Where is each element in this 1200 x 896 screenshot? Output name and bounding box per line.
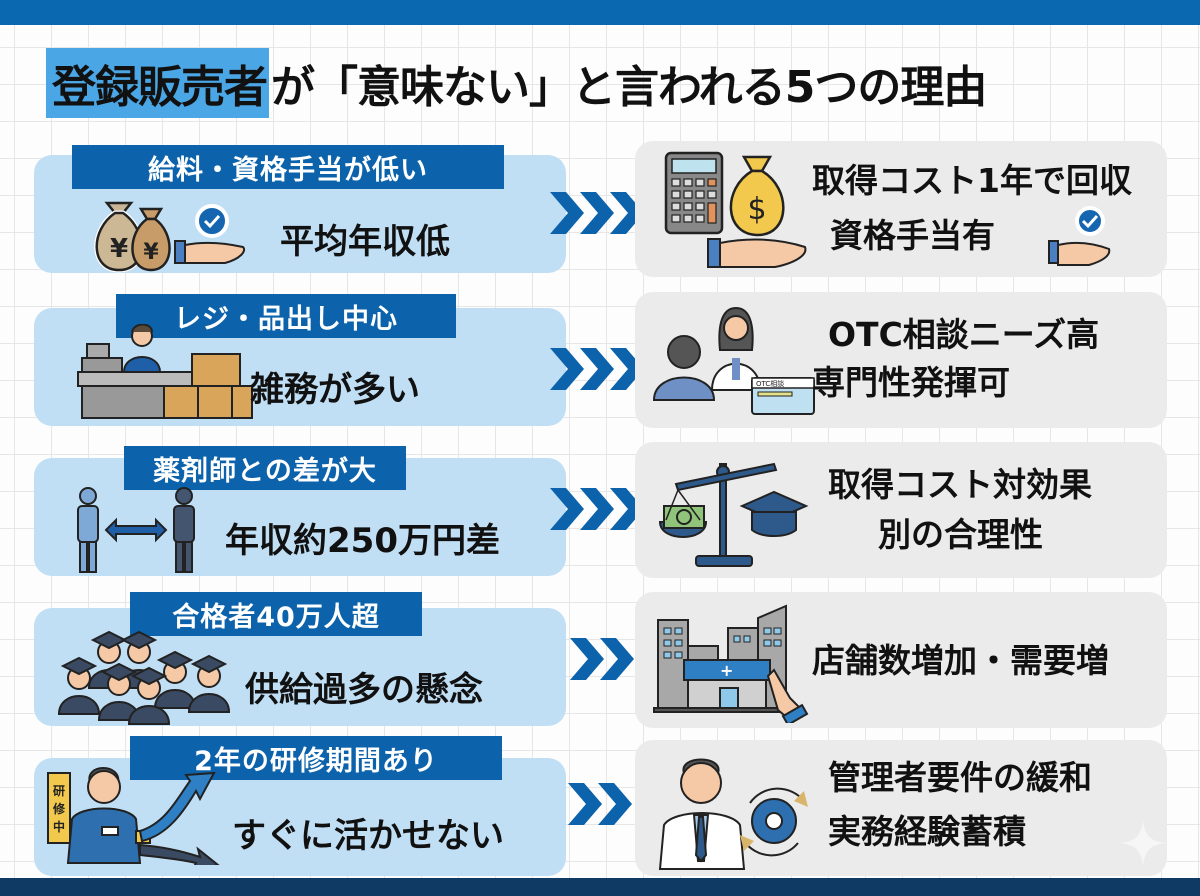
hand-check-icon [1048, 206, 1111, 266]
svg-text:$: $ [747, 192, 766, 227]
two-people-compare-icon [77, 487, 195, 573]
chevron-arrows-icon [570, 638, 634, 680]
reason-label: レジ・品出し中心 [116, 294, 456, 338]
chevron-arrows-icon [550, 192, 644, 234]
reason-label: 薬剤師との差が大 [124, 446, 406, 490]
reason-label: 合格者40万人超 [130, 592, 422, 636]
svg-text:+: + [720, 661, 733, 680]
chevron-arrows-icon [550, 488, 644, 530]
solution-line-1: 店舗数増加・需要増 [812, 641, 1109, 680]
solution-line-1: 取得コスト対効果 [828, 465, 1092, 504]
top-bar [0, 0, 1200, 25]
solution-line-1: OTC相談ニーズ高 [828, 315, 1100, 354]
svg-text:修: 修 [52, 801, 66, 816]
reason-row-3: 薬剤師との差が大 年収約250万円差 取得コ [0, 440, 1200, 585]
cashier-boxes-icon [77, 324, 253, 419]
svg-text:OTC相談: OTC相談 [756, 379, 784, 388]
problem-text: 供給過多の懸念 [245, 670, 483, 710]
bottom-bar [0, 878, 1200, 896]
solution-line-2: 資格手当有 [830, 216, 995, 255]
reason-row-5: 2年の研修期間あり 研 修 中 すぐに活かせない [0, 735, 1200, 880]
svg-text:中: 中 [53, 819, 65, 834]
money-bags-hand-check-icon: ¥ ¥ [94, 201, 245, 273]
reason-row-2: レジ・品出し中心 雑務が多い OTC相談 OTC相談ニーズ高 専門性発揮可 [0, 290, 1200, 435]
page-title: 登録販売者 が「意味ない」と言われる5つの理由 [46, 48, 987, 118]
reason-label: 給料・資格手当が低い [72, 145, 504, 189]
solution-line-2: 実務経験蓄積 [828, 812, 1026, 851]
solution-line-2: 別の合理性 [878, 515, 1043, 554]
svg-text:研: 研 [53, 784, 65, 798]
chevron-arrows-icon [568, 783, 632, 825]
manager-gear-cycle-icon [658, 758, 808, 870]
reason-label: 2年の研修期間あり [130, 736, 502, 780]
reason-row-1: 給料・資格手当が低い ¥ ¥ 平均年収低 $ 取得コスト1年で回収 [0, 135, 1200, 280]
title-highlight: 登録販売者 [46, 48, 269, 118]
graduates-crowd-icon [57, 630, 231, 725]
chevron-arrows-icon [550, 348, 644, 390]
scale-money-graduation-icon [658, 462, 809, 567]
solution-line-1: 管理者要件の緩和 [828, 758, 1092, 797]
title-rest: が「意味ない」と言われる5つの理由 [271, 62, 987, 113]
solution-line-1: 取得コスト1年で回収 [812, 161, 1132, 200]
svg-text:¥: ¥ [143, 240, 159, 265]
problem-text: 雑務が多い [250, 370, 420, 410]
svg-text:¥: ¥ [110, 234, 128, 264]
problem-text: 年収約250万円差 [225, 521, 500, 561]
calculator-money-bag-hand-icon: $ [664, 151, 807, 268]
pharmacist-consultation-icon: OTC相談 [652, 306, 815, 415]
buildings-drugstore-pointer-icon: + [653, 604, 809, 723]
sparkle-icon [1120, 820, 1166, 866]
problem-text: 平均年収低 [280, 222, 450, 262]
trainee-arrows-icon: 研 修 中 [47, 767, 220, 865]
problem-text: すぐに活かせない [232, 816, 504, 856]
solution-line-2: 専門性発揮可 [812, 363, 1010, 402]
reason-row-4: 合格者40万人超 供給過多の懸念 [0, 590, 1200, 735]
